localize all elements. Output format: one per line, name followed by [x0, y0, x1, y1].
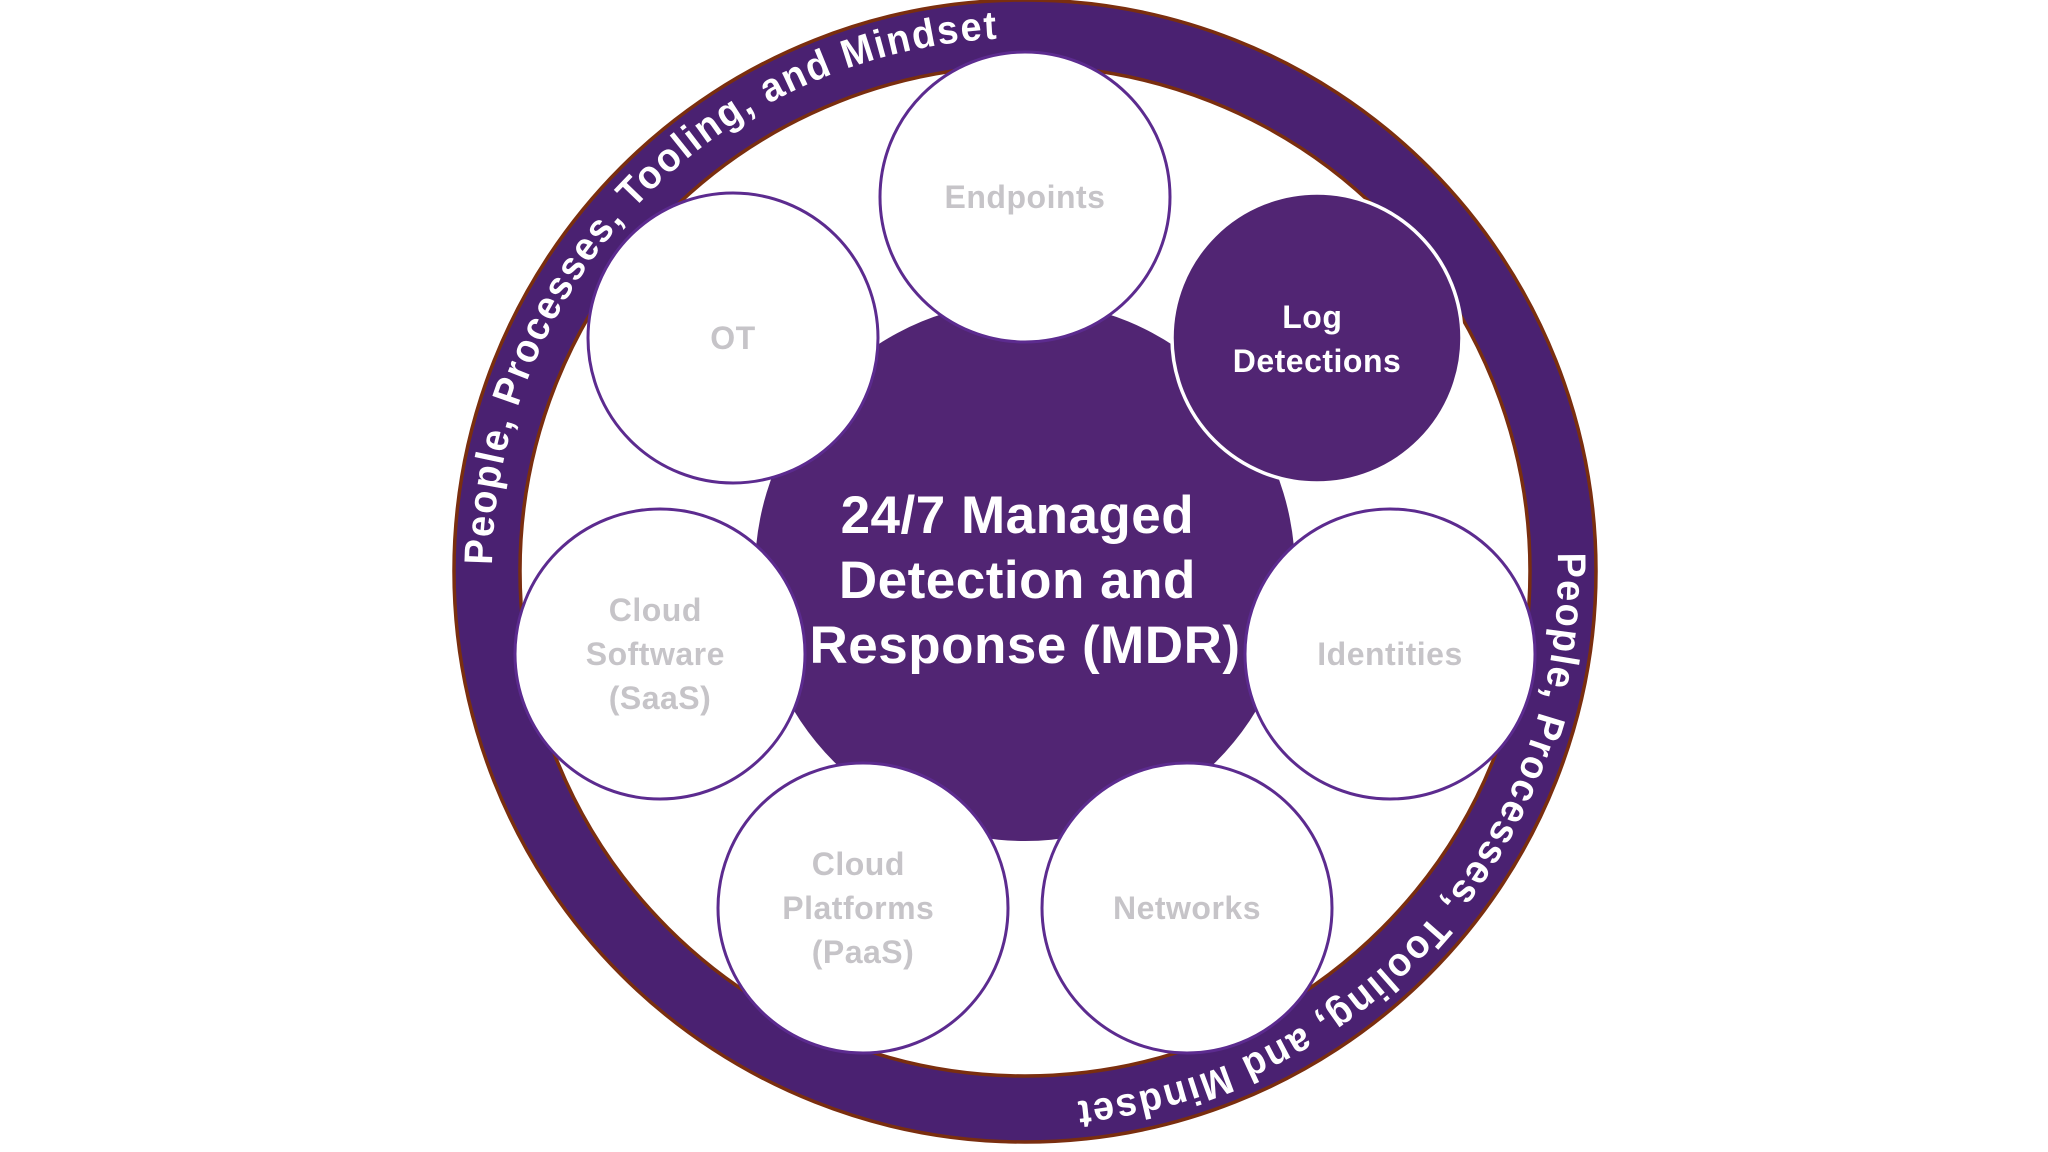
outer-ring-outer-edge [452, 0, 1598, 1144]
label-line: Cloud [812, 846, 905, 882]
satellite-networks-label: Networks [1113, 890, 1261, 926]
satellite-networks: Networks [1040, 761, 1334, 1055]
center-title-line: Response (MDR) [809, 616, 1240, 675]
satellite-endpoints-circle [878, 50, 1172, 344]
label-line: OT [710, 320, 755, 356]
satellite-cloud-software-saas-circle [513, 507, 807, 801]
satellite-cloud-platforms-paas: Cloud Platforms (PaaS) [716, 761, 1010, 1055]
satellite-cloud-platforms-paas-label: Cloud Platforms (PaaS) [782, 846, 943, 970]
satellite-log-detections-label: Log Detections [1233, 299, 1402, 379]
label-line: Detections [1233, 343, 1402, 379]
outer-ring-band [454, 0, 1596, 1142]
center-title: 24/7 Managed Detection and Response (MDR… [809, 486, 1240, 675]
label-line: Cloud [609, 592, 702, 628]
satellite-ot-label: OT [710, 320, 755, 356]
satellite-ot-circle [586, 191, 880, 485]
center-circle [755, 301, 1295, 841]
label-line: Software [586, 636, 725, 672]
label-line: Networks [1113, 890, 1261, 926]
satellite-networks-circle [1040, 761, 1334, 1055]
satellite-endpoints-label: Endpoints [945, 179, 1106, 215]
satellite-identities-label: Identities [1317, 636, 1462, 672]
label-line: Endpoints [945, 179, 1106, 215]
center-title-line: 24/7 Managed [841, 486, 1195, 545]
label-line: Log [1282, 299, 1342, 335]
center-title-line: Detection and [839, 551, 1196, 610]
satellite-log-detections-circle [1170, 191, 1464, 485]
satellite-cloud-software-saas-label: Cloud Software (SaaS) [586, 592, 735, 716]
label-line: (SaaS) [609, 680, 712, 716]
label-line: (PaaS) [812, 934, 915, 970]
label-line: Identities [1317, 636, 1462, 672]
satellite-log-detections: Log Detections [1170, 191, 1464, 485]
satellite-endpoints: Endpoints [878, 50, 1172, 344]
label-line: Platforms [782, 890, 934, 926]
satellite-cloud-platforms-paas-circle [716, 761, 1010, 1055]
satellite-identities: Identities [1243, 507, 1537, 801]
satellite-identities-circle [1243, 507, 1537, 801]
satellite-cloud-software-saas: Cloud Software (SaaS) [513, 507, 807, 801]
satellite-ot: OT [586, 191, 880, 485]
center-group: 24/7 Managed Detection and Response (MDR… [755, 301, 1295, 841]
